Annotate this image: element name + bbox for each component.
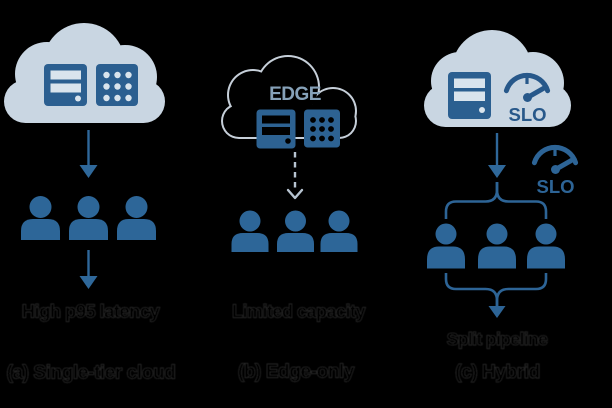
svg-text:High p95 latency: High p95 latency — [22, 301, 161, 322]
svg-text:(c) Hybrid: (c) Hybrid — [455, 362, 540, 383]
svg-text:SLO: SLO — [508, 104, 546, 125]
svg-text:Split pipeline: Split pipeline — [447, 329, 548, 349]
svg-text:(b) Edge-only: (b) Edge-only — [238, 362, 355, 383]
svg-text:EDGE: EDGE — [269, 84, 321, 105]
svg-text:(a) Single-tier cloud: (a) Single-tier cloud — [7, 363, 176, 384]
svg-text:SLO: SLO — [536, 176, 574, 197]
svg-text:Limited capacity: Limited capacity — [232, 302, 366, 322]
